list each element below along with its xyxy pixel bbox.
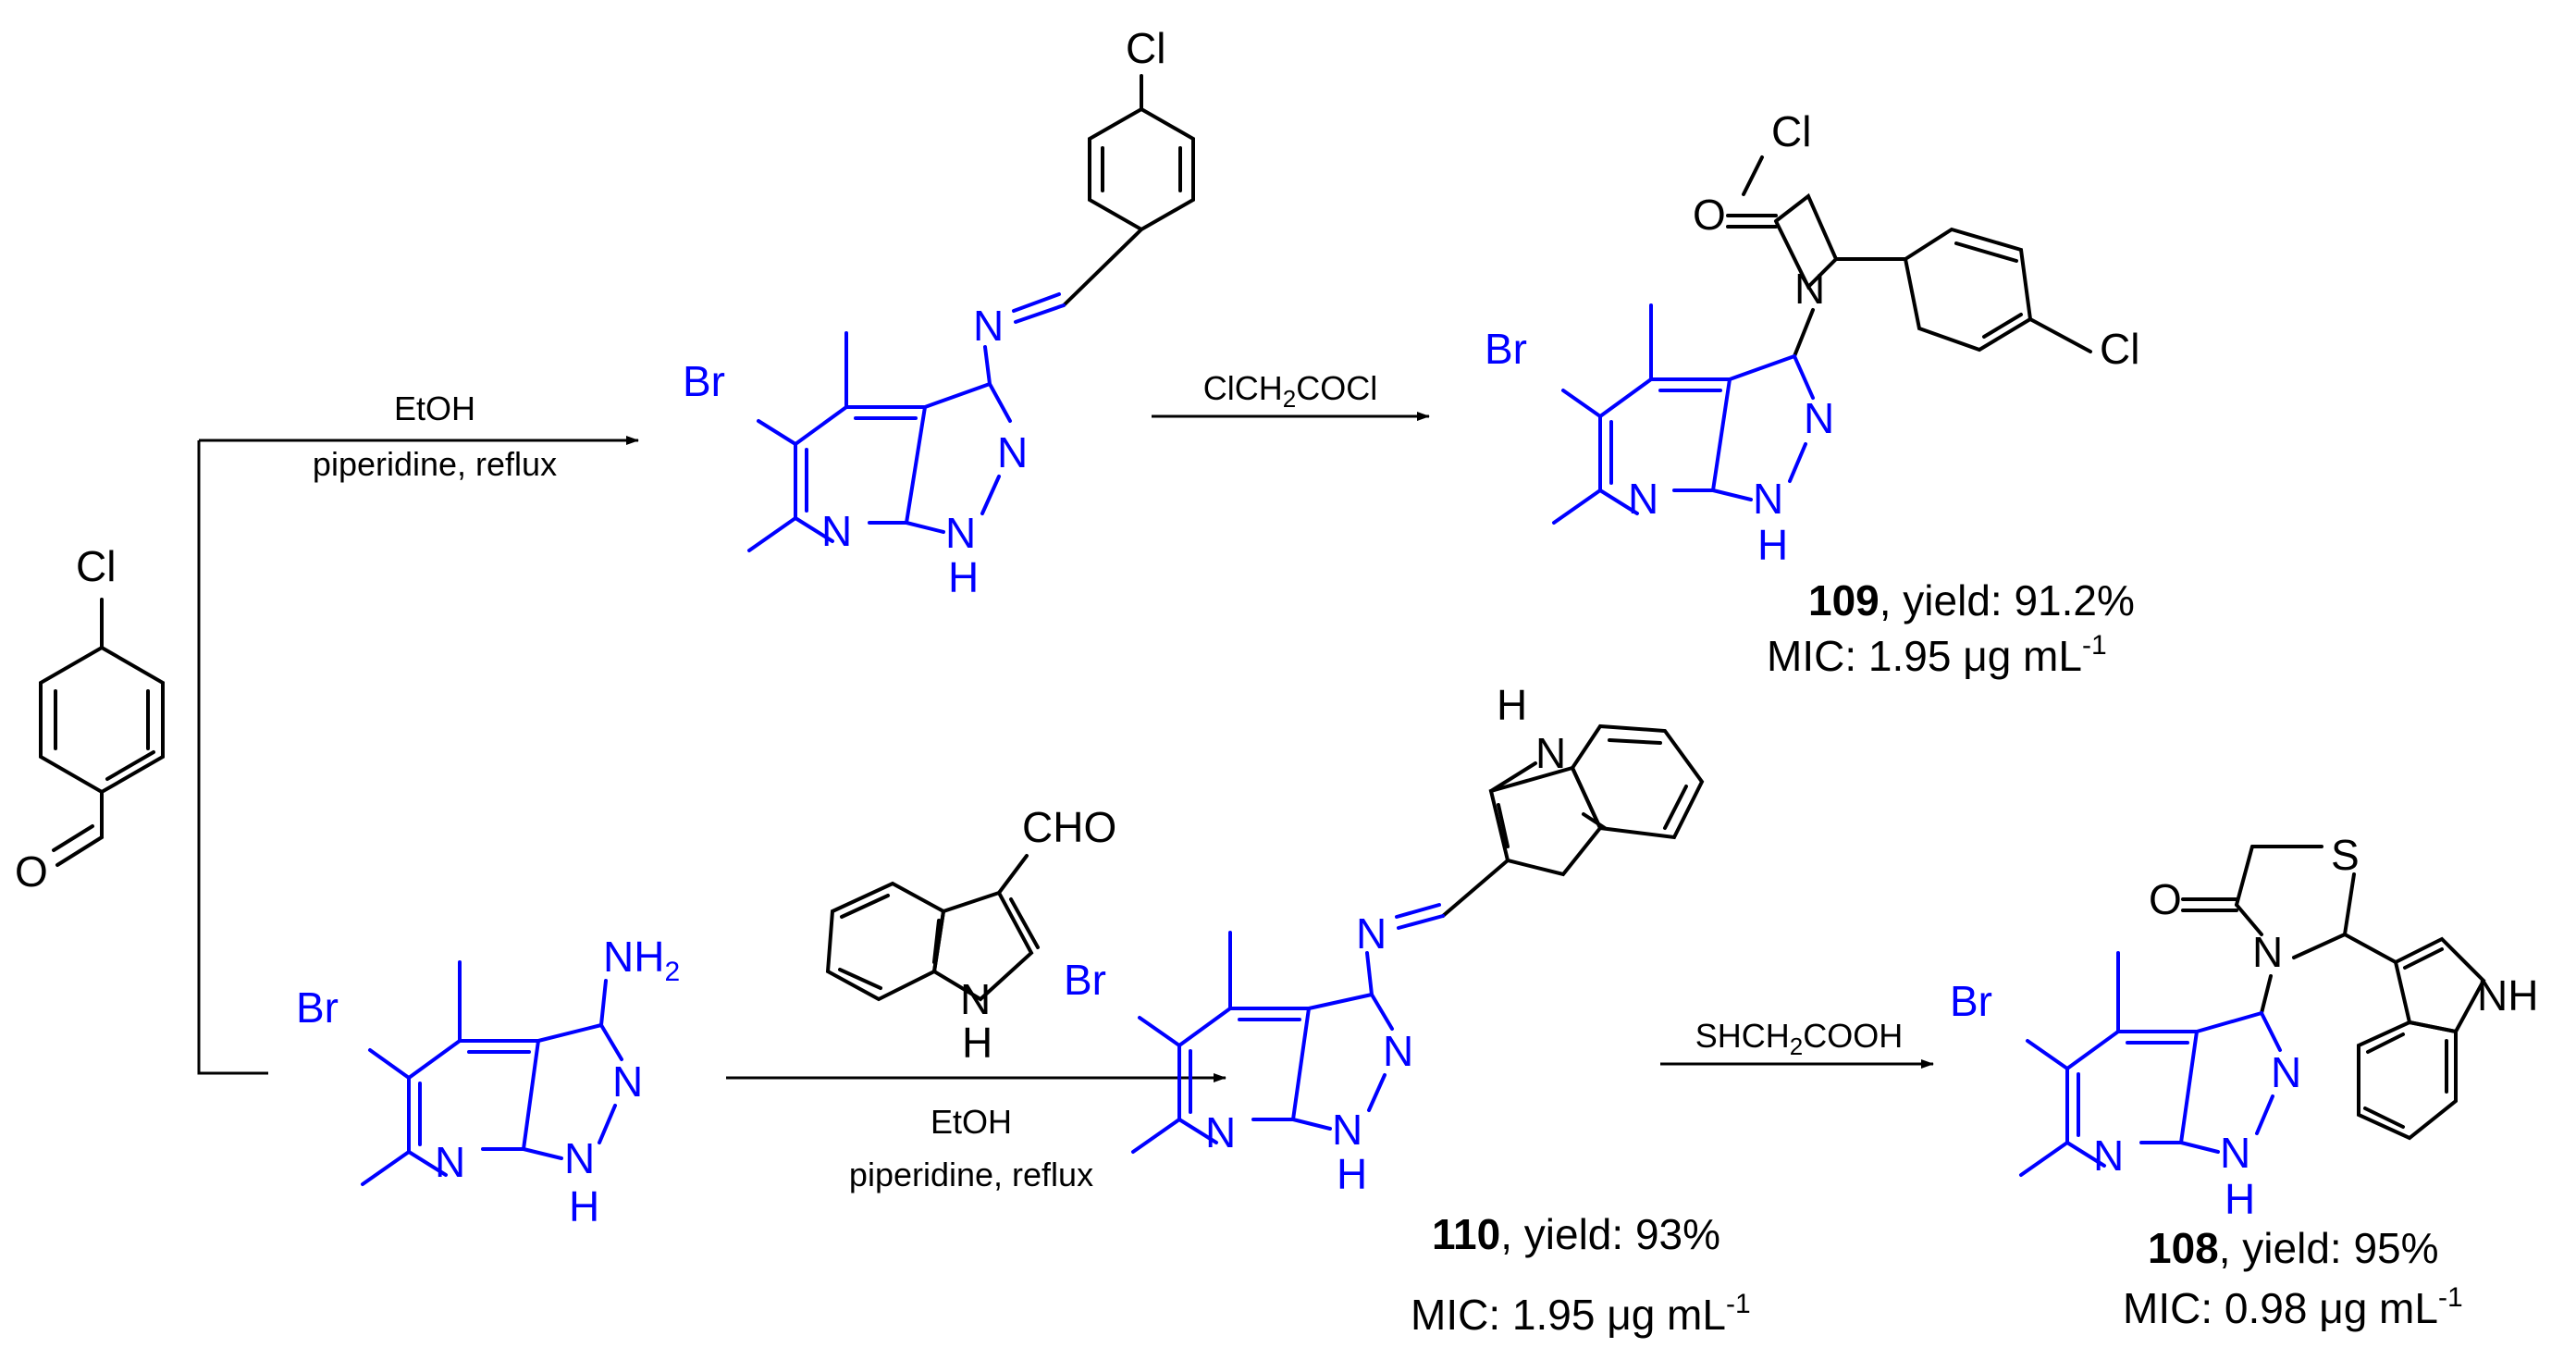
- svg-text:Br: Br: [1950, 977, 1992, 1025]
- compound-108-yield: 108, yield: 95%: [2148, 1224, 2439, 1272]
- svg-text:N: N: [564, 1134, 595, 1182]
- svg-text:Cl: Cl: [1126, 24, 1165, 72]
- svg-text:Br: Br: [296, 983, 339, 1032]
- svg-text:H: H: [1497, 681, 1527, 729]
- svg-text:N: N: [1804, 394, 1834, 442]
- svg-text:N: N: [1628, 475, 1658, 523]
- svg-text:H: H: [948, 553, 979, 601]
- step1-conditions: piperidine, reflux: [313, 445, 557, 483]
- svg-text:N: N: [960, 975, 991, 1023]
- svg-text:N: N: [1794, 265, 1825, 313]
- svg-text:S: S: [2331, 831, 2360, 879]
- svg-text:N: N: [2252, 928, 2283, 976]
- svg-text:Cl: Cl: [1771, 107, 1811, 155]
- svg-text:Cl: Cl: [2100, 325, 2139, 373]
- compound-110-mic: MIC: 1.95 μg mL-1: [1411, 1289, 1751, 1339]
- step4-reagent: SHCH2COOH: [1695, 1017, 1903, 1060]
- svg-text:CHO: CHO: [1022, 803, 1116, 851]
- svg-text:N: N: [1383, 1027, 1413, 1075]
- svg-text:H: H: [2225, 1175, 2255, 1223]
- svg-text:N: N: [1356, 909, 1387, 958]
- svg-text:H: H: [962, 1019, 992, 1067]
- svg-text:Br: Br: [1064, 956, 1106, 1004]
- svg-text:NH2: NH2: [603, 933, 680, 987]
- step3-conditions: piperidine, reflux: [849, 1156, 1093, 1193]
- svg-text:N: N: [973, 302, 1004, 350]
- svg-text:O: O: [1693, 191, 1726, 239]
- step1-solvent: EtOH: [394, 389, 475, 427]
- step3-solvent: EtOH: [931, 1103, 1012, 1141]
- compound-109-structure: Cl O N Cl N N H N Br: [1485, 107, 2139, 569]
- svg-text:N: N: [1205, 1108, 1236, 1156]
- svg-text:N: N: [612, 1057, 643, 1106]
- svg-text:N: N: [435, 1138, 465, 1186]
- svg-text:Br: Br: [1485, 325, 1527, 373]
- svg-text:N: N: [1332, 1106, 1362, 1154]
- indole-carbaldehyde-structure: CHO N H: [825, 803, 1116, 1067]
- compound-109-yield: 109, yield: 91.2%: [1808, 576, 2135, 624]
- compound-110-yield: 110, yield: 93%: [1432, 1210, 1720, 1258]
- svg-text:N: N: [945, 509, 976, 557]
- chlorobenzaldehyde-structure: Cl O: [15, 542, 165, 896]
- svg-text:H: H: [1337, 1150, 1367, 1198]
- atom-cl: Cl: [76, 542, 116, 590]
- imine-intermediate-structure: Cl N N N H N Br: [683, 24, 1195, 601]
- svg-text:NH: NH: [2477, 971, 2538, 1020]
- svg-text:N: N: [997, 428, 1028, 476]
- compound-108-structure: O S N NH N N H N B: [1950, 831, 2538, 1223]
- branch-line: [197, 440, 268, 1075]
- svg-text:N: N: [821, 507, 852, 555]
- svg-text:Br: Br: [683, 357, 725, 405]
- compound-110-structure: H N N N N H N Br: [1064, 681, 1705, 1198]
- atom-o: O: [15, 847, 48, 896]
- svg-text:N: N: [2093, 1131, 2124, 1180]
- svg-text:N: N: [1535, 729, 1566, 777]
- svg-text:H: H: [569, 1182, 599, 1230]
- compound-109-mic: MIC: 1.95 μg mL-1: [1767, 630, 2107, 680]
- svg-text:N: N: [1753, 475, 1783, 523]
- step2-reagent: ClCH2COCl: [1203, 369, 1377, 413]
- svg-text:O: O: [2149, 875, 2182, 923]
- aminopyrazolopyridine-structure: NH2 N N H N Br: [296, 933, 680, 1230]
- svg-text:N: N: [2271, 1048, 2301, 1096]
- compound-108-mic: MIC: 0.98 μg mL-1: [2123, 1282, 2463, 1332]
- svg-text:N: N: [2220, 1129, 2250, 1177]
- svg-text:H: H: [1757, 521, 1788, 569]
